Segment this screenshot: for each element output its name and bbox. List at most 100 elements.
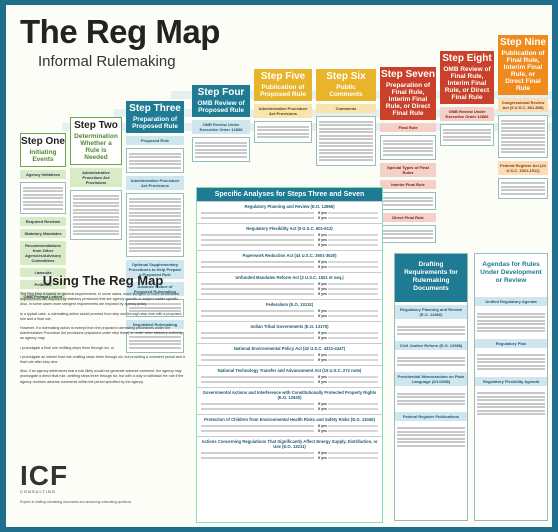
analysis-section: Regulatory Planning and Review (E.O. 128… — [197, 201, 382, 223]
using-paragraph: • promulgate an interim final rule omitt… — [20, 354, 185, 365]
analysis-section: Indian Tribal Governments (E.O. 13175)If… — [197, 321, 382, 343]
using-paragraph: Also, if an agency determines that a rul… — [20, 369, 184, 384]
analysis-section: National Environmental Policy Act (42 U.… — [197, 343, 382, 365]
step-item-label: Administrative Procedure Act Provisions — [254, 104, 312, 118]
step-item-label: Proposed Rule — [126, 136, 184, 145]
step-two-column: Step Two Determination Whether a Rule is… — [70, 117, 122, 240]
analysis-question-row: If yes — [201, 211, 378, 215]
analysis-question-row: If yes — [201, 358, 378, 362]
if-yes-label: If yes — [318, 424, 327, 428]
analysis-section: National Technology Transfer and Advance… — [197, 365, 382, 387]
drafting-text — [395, 353, 467, 369]
agendas-panel: Agendas for Rules Under Development or R… — [474, 253, 548, 521]
step-text — [380, 192, 436, 210]
step-item-label: Final Rule — [380, 123, 436, 132]
step-number: Step One — [21, 136, 65, 147]
step-text — [498, 177, 548, 199]
step-four-column: Step Four OMB Review of Proposed Rule OM… — [192, 85, 250, 162]
analysis-question-row: If yes — [201, 265, 378, 269]
if-yes-label: If yes — [318, 211, 327, 215]
step-text — [20, 182, 66, 214]
step-number: Step Four — [197, 87, 245, 98]
agenda-text — [475, 388, 547, 419]
analysis-section-title: Federalism (E.O. 13132) — [265, 302, 314, 307]
if-yes-label: If yes — [318, 265, 327, 269]
step-six-column: Step Six Public Comments Comments — [316, 69, 376, 166]
using-reg-map: Using The Reg Map The Reg Map is based o… — [20, 273, 186, 385]
step-text — [126, 193, 184, 257]
analysis-question-row: If yes — [201, 380, 378, 384]
step-text — [440, 124, 494, 146]
step-number: Step Two — [74, 120, 118, 131]
if-yes-label: If yes — [318, 429, 327, 433]
step-item-label: Recommendations from Other Agencies/Advi… — [20, 241, 66, 265]
agenda-item: Regulatory Flexibility Agenda — [475, 376, 547, 386]
drafting-item: Civil Justice Reform (E.O. 12988) — [395, 341, 467, 350]
step-title: Preparation of Proposed Rule — [132, 116, 178, 130]
icf-logo-subtitle: CONSULTING — [20, 489, 56, 494]
step-item-label: Lawsuits — [20, 268, 66, 277]
step-item-label: OMB Review Under Executive Order 12866 — [440, 107, 494, 121]
analysis-question-row: If yes — [201, 309, 378, 313]
page-subtitle: Informal Rulemaking — [38, 53, 176, 70]
step-item-label: Administrative Procedure Act Provisions — [70, 168, 122, 187]
agendas-title: Agendas for Rules Under Development or R… — [480, 261, 542, 284]
step-item-label: Negotiated Rulemaking — [126, 319, 184, 329]
drafting-text — [395, 423, 467, 450]
step-item-label: Interim Final Rule — [380, 180, 436, 189]
step-title: Preparation of Final Rule, Interim Final… — [385, 82, 431, 117]
analysis-question-row: If yes — [201, 402, 378, 406]
analysis-section: Regulatory Flexibility Act (5 U.S.C. 601… — [197, 223, 382, 250]
analysis-question-row: If yes — [201, 292, 378, 296]
drafting-header: Drafting Requirements for Rulemaking Doc… — [395, 254, 467, 302]
agendas-header: Agendas for Rules Under Development or R… — [475, 254, 547, 294]
if-yes-label: If yes — [318, 282, 327, 286]
analysis-section: Protection of Children from Environmenta… — [197, 414, 382, 436]
drafting-title: Drafting Requirements for Rulemaking Doc… — [404, 261, 458, 292]
step-text — [192, 137, 250, 162]
if-yes-label: If yes — [318, 243, 327, 247]
step-nine-header: Step Nine Publication of Final Rule, Int… — [498, 35, 548, 95]
step-item-label: OMB Review Under Executive Order 12866 — [192, 120, 250, 134]
analysis-question-row: If yes — [201, 314, 378, 318]
step-text — [380, 225, 436, 243]
if-yes-label: If yes — [318, 233, 327, 237]
analysis-section: Unfunded Mandates Reform Act (2 U.S.C. 1… — [197, 272, 382, 299]
analysis-question-row: If yes — [201, 451, 378, 455]
step-text — [254, 121, 312, 143]
stair-band — [114, 109, 552, 117]
step-four-header: Step Four OMB Review of Proposed Rule — [192, 85, 250, 117]
analysis-section-title: Protection of Children from Environmenta… — [204, 417, 375, 422]
analysis-question-row: If yes — [201, 238, 378, 242]
if-yes-label: If yes — [318, 314, 327, 318]
if-yes-label: If yes — [318, 309, 327, 313]
step-number: Step Three — [129, 103, 181, 114]
step-title: OMB Review of Final Rule, Interim Final … — [443, 66, 491, 101]
analysis-section-title: Regulatory Flexibility Act (5 U.S.C. 601… — [246, 226, 333, 231]
step-two-header: Step Two Determination Whether a Rule is… — [70, 117, 122, 165]
icf-logo: ICF — [20, 460, 69, 491]
agenda-item: Unified Regulatory Agenda — [475, 297, 547, 306]
step-five-column: Step Five Publication of Proposed Rule A… — [254, 69, 312, 143]
using-paragraph: However, if a rulemaking action is exemp… — [20, 326, 184, 341]
if-yes-label: If yes — [318, 375, 327, 379]
using-paragraph: • promulgate a final rule omitting steps… — [20, 345, 114, 350]
step-text — [316, 116, 376, 166]
step-nine-column: Step Nine Publication of Final Rule, Int… — [498, 35, 548, 199]
if-yes-label: If yes — [318, 451, 327, 455]
step-text — [70, 190, 122, 240]
using-title: Using The Reg Map — [42, 273, 164, 288]
step-seven-column: Step Seven Preparation of Final Rule, In… — [380, 67, 436, 243]
footer-text: Experts in drafting rulemaking documents… — [20, 500, 132, 504]
analysis-section-title: Actions Concerning Regulations That Sign… — [201, 439, 378, 449]
analysis-section: Actions Concerning Regulations That Sign… — [197, 436, 382, 463]
step-seven-header: Step Seven Preparation of Final Rule, In… — [380, 67, 436, 120]
step-item-label: Comments — [316, 104, 376, 113]
drafting-item: Regulatory Planning and Review (E.O. 128… — [395, 305, 467, 319]
analysis-section-title: Regulatory Planning and Review (E.O. 128… — [244, 204, 335, 209]
step-item-label: Advance Notice of Proposed Rulemaking — [126, 281, 184, 296]
if-yes-label: If yes — [318, 336, 327, 340]
analysis-section: Governmental Actions and Interference wi… — [197, 387, 382, 414]
analysis-section-title: National Environmental Policy Act (42 U.… — [233, 346, 346, 351]
